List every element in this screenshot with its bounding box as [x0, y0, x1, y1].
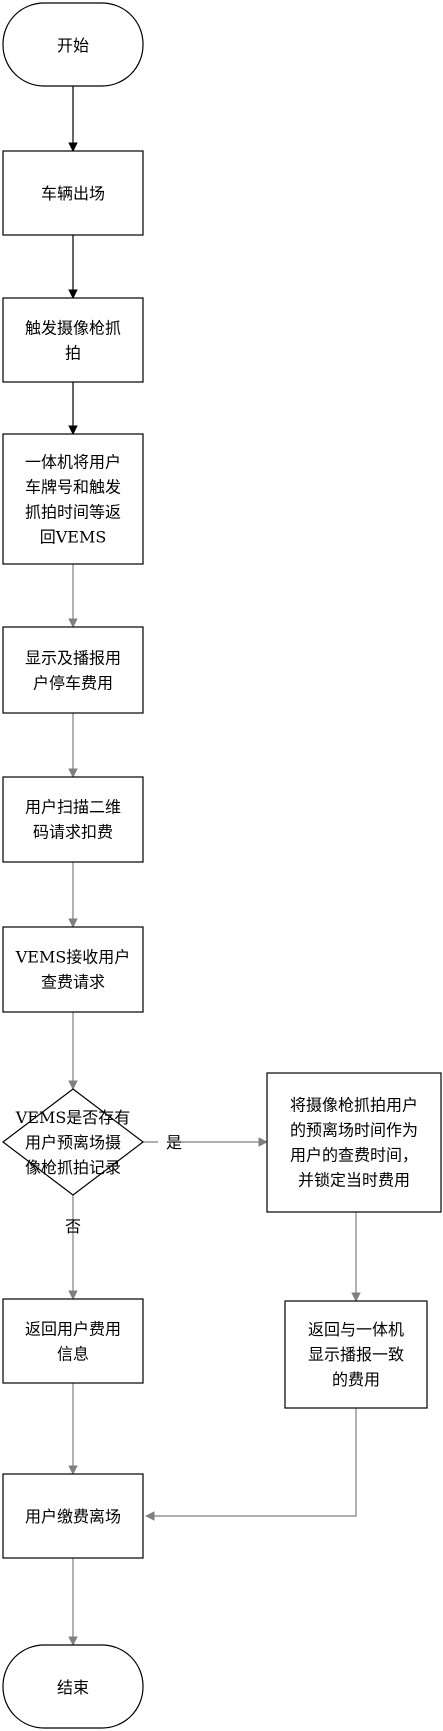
label-line: 车牌号和触发 [25, 478, 121, 497]
label-line: 将摄像枪抓拍用户 [290, 1096, 418, 1115]
vems-receive-label: VEMS接收用户查费请求 [15, 948, 131, 992]
edge-label-no: 否 [65, 1217, 81, 1236]
display-fee-box [2, 626, 144, 714]
label-line: 用户的查费时间， [290, 1146, 418, 1165]
label-line: 触发摄像枪抓 [25, 319, 121, 338]
start-label: 开始 [57, 36, 89, 55]
scan-qr-box [2, 776, 144, 863]
vems-receive-box [2, 926, 144, 1013]
lock-fee-box [266, 1072, 442, 1213]
decision-label: VEMS是否存有用户预离场摄像枪抓拍记录 [15, 1108, 131, 1177]
return-consistent-label: 返回与一体机显示播报一致的费用 [308, 1320, 404, 1389]
label-line: 用户缴费离场 [25, 1507, 121, 1526]
label-line: 显示及播报用 [25, 649, 121, 668]
return-consistent-box [284, 1300, 428, 1409]
end-label: 结束 [57, 1678, 89, 1697]
label-line: 车辆出场 [41, 184, 105, 203]
return-fee-info-label: 返回用户费用信息 [25, 1320, 121, 1364]
label-line: 一体机将用户 [25, 453, 121, 472]
label-line: 开始 [57, 36, 89, 55]
trigger-capture-box [2, 297, 144, 383]
display-fee-label: 显示及播报用户停车费用 [25, 649, 121, 693]
edge-consistent-to-pay [145, 1408, 357, 1521]
label-line: 码请求扣费 [33, 823, 113, 842]
kiosk-return-box [2, 433, 144, 565]
vehicle-exit-box [2, 150, 144, 236]
label-line: 户停车费用 [33, 674, 113, 693]
label-line: 并锁定当时费用 [298, 1171, 410, 1190]
label-line: 的预离场时间作为 [290, 1121, 418, 1140]
vehicle-exit-label: 车辆出场 [41, 184, 105, 203]
yes-label-bg [158, 1131, 180, 1153]
edge-label-yes: 是 [166, 1133, 182, 1152]
label-line: 显示播报一致 [308, 1345, 404, 1364]
end-terminator [2, 1644, 144, 1729]
label-line: 抓拍时间等返 [25, 503, 121, 522]
scan-qr-label: 用户扫描二维码请求扣费 [25, 798, 121, 842]
trigger-capture-label: 触发摄像枪抓拍 [25, 319, 121, 363]
label-line: 拍 [65, 344, 81, 363]
label-line: 像枪抓拍记录 [25, 1158, 121, 1177]
label-line: 结束 [57, 1678, 89, 1697]
label-line: 查费请求 [41, 973, 105, 992]
decision-diamond [2, 1088, 144, 1196]
pay-exit-label: 用户缴费离场 [25, 1507, 121, 1526]
label-line: 信息 [57, 1345, 89, 1364]
label-line: VEMS是否存有 [15, 1108, 131, 1127]
pay-exit-box [2, 1473, 144, 1559]
label-line: 用户扫描二维 [25, 798, 121, 817]
return-fee-info-box [2, 1298, 144, 1384]
edges [68, 86, 361, 1646]
label-line: 回VEMS [40, 528, 107, 547]
label-line: 返回与一体机 [308, 1320, 404, 1339]
kiosk-return-label: 一体机将用户车牌号和触发抓拍时间等返回VEMS [25, 453, 121, 547]
label-line: 返回用户费用 [25, 1320, 121, 1339]
label-line: 的费用 [332, 1370, 380, 1389]
start-terminator [2, 2, 144, 87]
label-line: 用户预离场摄 [25, 1133, 121, 1152]
label-line: VEMS接收用户 [15, 948, 131, 967]
lock-fee-label: 将摄像枪抓拍用户的预离场时间作为用户的查费时间， 并锁定当时费用 [290, 1096, 418, 1190]
